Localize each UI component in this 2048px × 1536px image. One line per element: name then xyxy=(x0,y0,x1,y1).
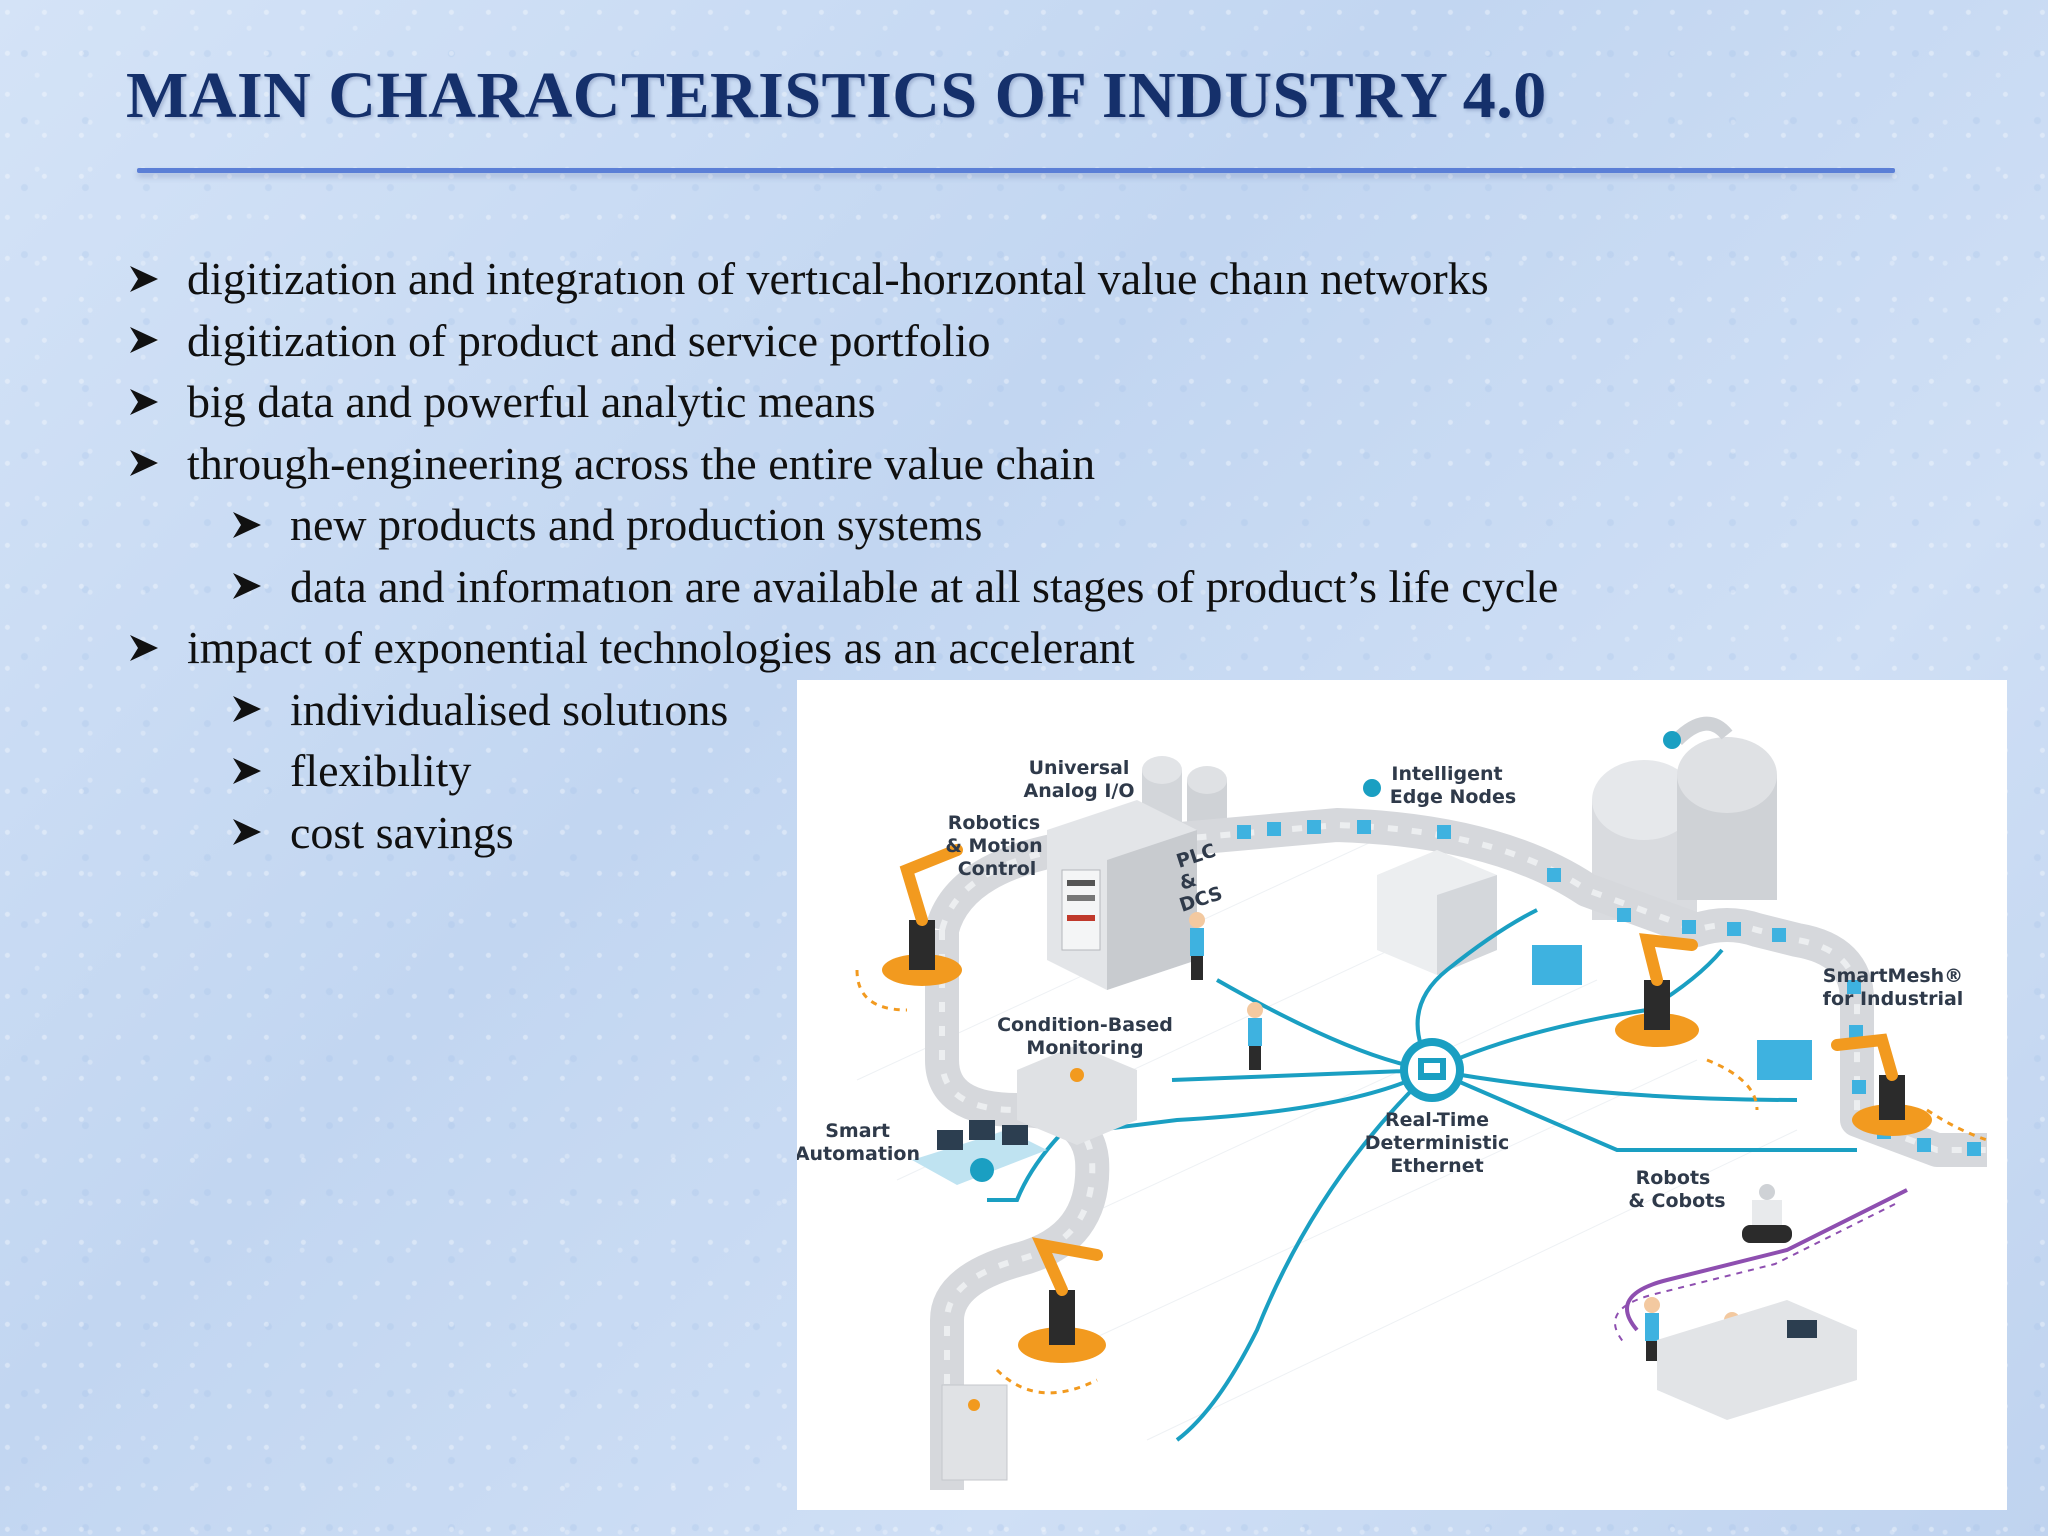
bullet-text: big data and powerful analytic means xyxy=(187,376,876,427)
bullet-text: new products and production systems xyxy=(290,499,983,550)
pallet-boxes xyxy=(1532,945,1812,1080)
bullet-text: digitization of product and service port… xyxy=(187,314,991,366)
arrow-bullet-icon xyxy=(233,573,261,600)
bullet-text: data and informatıon are available at al… xyxy=(290,560,1559,612)
arrow-bullet-icon xyxy=(233,696,261,723)
storage-tanks xyxy=(1592,716,1777,920)
bullet-text: flexibılity xyxy=(290,745,472,796)
bullet-text: impact of exponential technologies as an… xyxy=(187,622,1135,673)
bullet-text: through-engineering across the entire va… xyxy=(187,437,1096,489)
arrow-bullet-icon xyxy=(130,388,158,415)
exit-station xyxy=(941,1384,1008,1481)
bullet-text: individualised solutıons xyxy=(290,683,729,735)
label-smartmesh: SmartMesh® xyxy=(1823,965,1963,987)
sub-bullet-item: cost savings xyxy=(126,802,1558,864)
arrow-bullet-icon xyxy=(130,634,158,661)
arrow-bullet-icon xyxy=(130,265,158,292)
label-ethernet: Ethernet xyxy=(1390,1155,1483,1177)
label-universal-analog: Analog I/O xyxy=(1024,780,1135,802)
arrow-bullet-icon xyxy=(130,327,158,354)
title-divider xyxy=(137,168,1895,173)
label-robotics: & Motion xyxy=(945,835,1042,857)
label-condition-monitoring: Monitoring xyxy=(1026,1037,1143,1059)
label-robotics: Control xyxy=(958,858,1037,880)
bullet-item: digitization and integratıon of vertıcal… xyxy=(126,248,1558,310)
arrow-bullet-icon xyxy=(233,511,261,538)
packing-station xyxy=(1657,1300,1857,1420)
label-plc: & xyxy=(1177,869,1200,895)
robot-arm-icon xyxy=(1018,1237,1106,1363)
label-smart-automation: Automation xyxy=(797,1143,920,1165)
network-lines xyxy=(987,908,1857,1442)
label-ethernet: Real-Time xyxy=(1385,1109,1489,1131)
sub-bullet-item: flexibılity xyxy=(126,740,1558,802)
factory-network-diagram: Universal Analog I/O Intelligent Edge No… xyxy=(797,716,1988,1490)
slide-title: MAIN CHARACTERISTICS OF INDUSTRY 4.0 xyxy=(126,59,1547,132)
worker-figures xyxy=(1189,912,1740,1380)
bullet-item: digitization of product and service port… xyxy=(126,310,1558,372)
industry-4-illustration: Universal Analog I/O Intelligent Edge No… xyxy=(797,680,2007,1510)
bullet-text: digitization and integratıon of vertıcal… xyxy=(187,253,1489,304)
conveyor-boxes xyxy=(1237,820,1981,1156)
label-condition-monitoring: Condition-Based xyxy=(997,1014,1173,1036)
ethernet-hub-icon xyxy=(1400,1038,1464,1102)
sub-bullet-item: individualised solutıons xyxy=(126,679,1558,741)
arrow-bullet-icon xyxy=(233,819,261,846)
label-edge-nodes: Edge Nodes xyxy=(1390,786,1516,808)
cobot-path xyxy=(1614,1188,1908,1345)
robot-arm-icon xyxy=(882,844,963,986)
bullet-text: cost savings xyxy=(290,806,514,858)
arrow-bullet-icon xyxy=(233,757,261,784)
bullet-item: through-engineering across the entire va… xyxy=(126,433,1558,495)
bullet-item: impact of exponential technologies as an… xyxy=(126,617,1558,679)
robot-arm-icon xyxy=(1831,1033,1932,1136)
bullet-list: digitization and integratıon of vertıcal… xyxy=(126,248,1558,863)
label-smart-automation: Smart xyxy=(825,1120,890,1142)
sub-bullet-item: new products and production systems xyxy=(126,494,1558,556)
plc-cabinet xyxy=(1047,800,1197,990)
edge-node-building xyxy=(1363,779,1497,975)
label-smartmesh: for Industrial xyxy=(1823,988,1964,1010)
sub-bullet-item: data and informatıon are available at al… xyxy=(126,556,1558,618)
operator-desk xyxy=(912,1120,1047,1185)
cobot-icon xyxy=(1742,1184,1792,1243)
bullet-item: big data and powerful analytic means xyxy=(126,371,1558,433)
label-robotics: Robotics xyxy=(948,812,1041,834)
arrow-bullet-icon xyxy=(130,450,158,477)
condition-monitoring-station xyxy=(1017,1045,1137,1145)
robot-arm-icon xyxy=(1615,933,1699,1047)
label-robots-cobots: Robots xyxy=(1636,1167,1711,1189)
label-edge-nodes: Intelligent xyxy=(1391,763,1502,785)
robot-range-paths xyxy=(855,969,1988,1395)
label-robots-cobots: & Cobots xyxy=(1628,1190,1725,1212)
label-ethernet: Deterministic xyxy=(1365,1132,1510,1154)
label-universal-analog: Universal xyxy=(1029,757,1130,779)
